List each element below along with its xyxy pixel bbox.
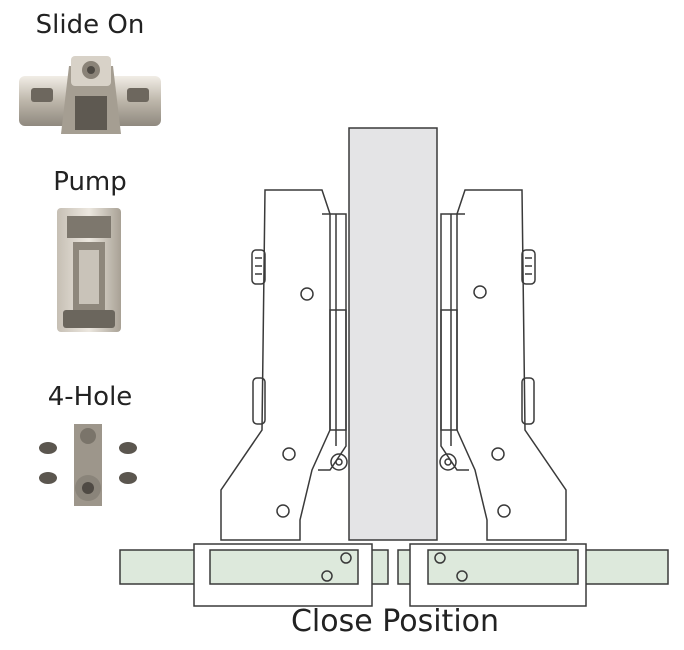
slide-on-plate-photo	[19, 56, 161, 134]
plate-label-pump: Pump	[53, 167, 127, 197]
plate-label-slide-on: Slide On	[35, 10, 145, 40]
plate-label-4-hole: 4-Hole	[47, 382, 133, 412]
four-hole-plate-photo	[39, 424, 137, 506]
pump-plate-photo	[57, 208, 121, 332]
hinge-arm-left	[220, 189, 348, 541]
diagram-caption: Close Position	[290, 604, 500, 639]
door-panel	[348, 127, 438, 541]
hinge-arm-right	[439, 189, 567, 541]
